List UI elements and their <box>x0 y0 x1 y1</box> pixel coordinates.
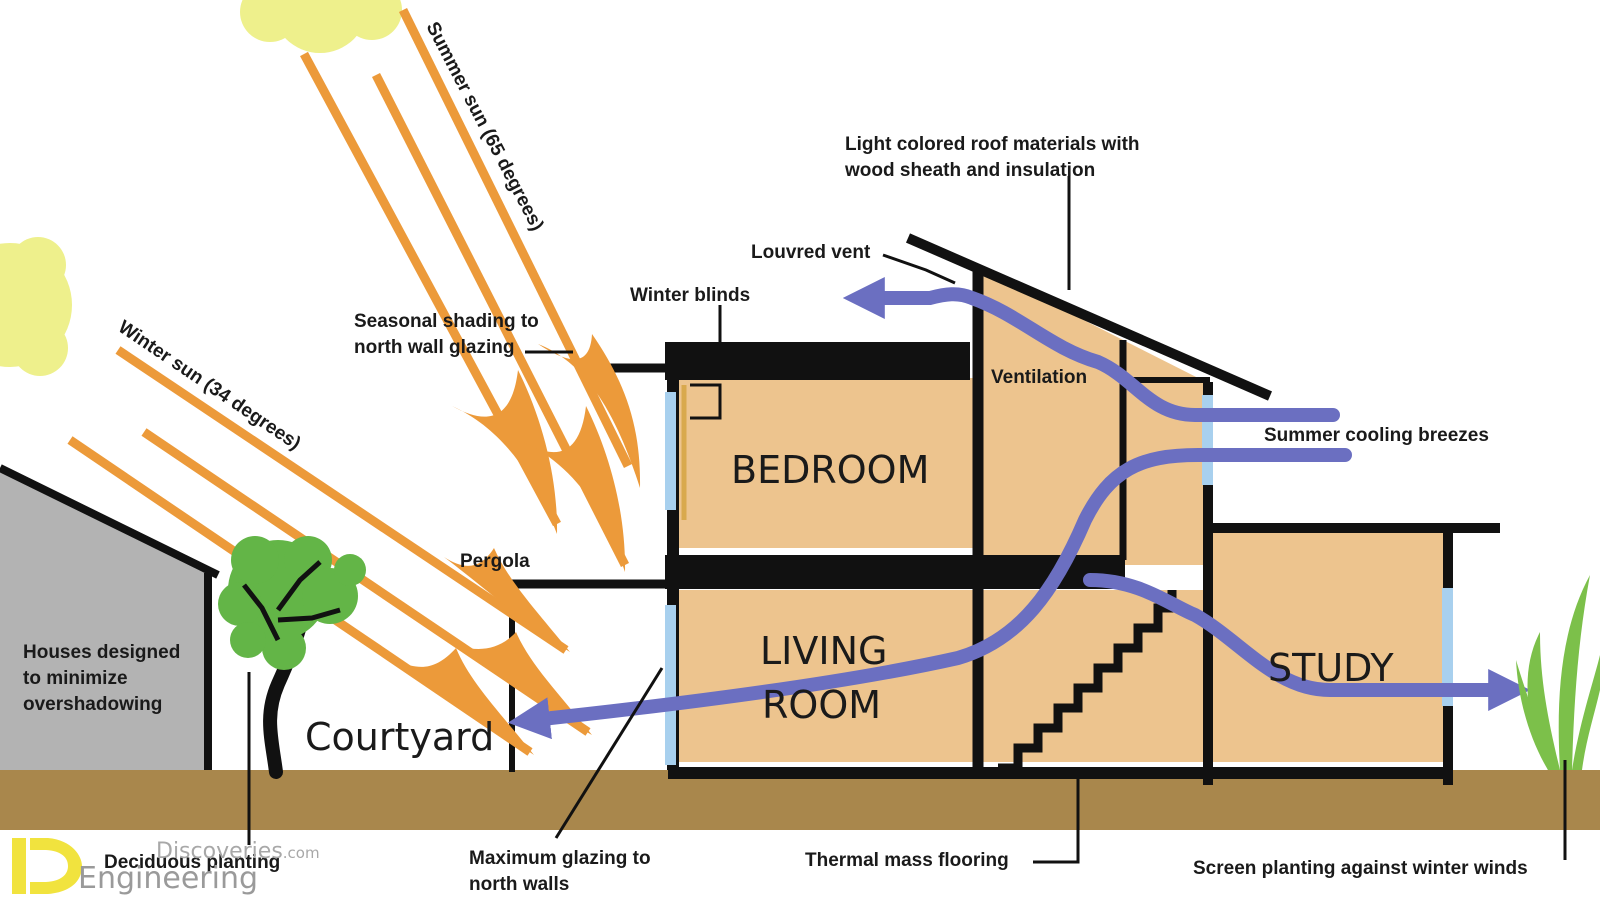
houses-label-1: Houses designed <box>23 642 180 663</box>
seasonal-shading-label-1: Seasonal shading to <box>354 311 539 332</box>
roof-label-1: Light colored roof materials with <box>845 134 1140 155</box>
houses-label-3: overshadowing <box>23 694 162 715</box>
max-glazing-label-2: north walls <box>469 874 569 895</box>
leader-lines <box>247 176 1567 864</box>
pergola-label: Pergola <box>460 551 530 572</box>
study-label: STUDY <box>1268 646 1394 690</box>
courtyard-label: Courtyard <box>305 715 494 759</box>
deciduous-label: Deciduous planting <box>104 852 280 873</box>
neighbour-house <box>0 464 220 770</box>
winter-blinds-box <box>690 383 722 420</box>
winter-blinds-label: Winter blinds <box>630 285 750 306</box>
screen-planting <box>1516 575 1600 770</box>
summer-sun-rays <box>300 8 641 572</box>
thermal-mass-label: Thermal mass flooring <box>805 850 1009 871</box>
sun-left <box>0 237 72 376</box>
louvred-vent-label: Louvred vent <box>751 242 871 263</box>
bedroom-label: BEDROOM <box>731 448 929 492</box>
houses-label-2: to minimize <box>23 668 128 689</box>
seasonal-shading-label-2: north wall glazing <box>354 337 514 358</box>
max-glazing-label-1: Maximum glazing to <box>469 848 651 869</box>
ventilation-label: Ventilation <box>991 367 1087 388</box>
watermark-line2: Engineering <box>78 861 258 896</box>
winter-sun-rays <box>67 346 592 756</box>
summer-breezes-label: Summer cooling breezes <box>1264 425 1489 446</box>
ground <box>0 770 1600 830</box>
watermark-line1: Discoveries.com <box>156 839 320 864</box>
living-label-1: LIVING <box>760 629 887 673</box>
sun-top <box>240 0 402 53</box>
roof-label-2: wood sheath and insulation <box>844 160 1095 181</box>
living-label-2: ROOM <box>762 683 881 727</box>
deciduous-tree <box>218 536 366 779</box>
north-glazing <box>665 392 1453 765</box>
screen-planting-label: Screen planting against winter winds <box>1193 858 1528 879</box>
winter-sun-label: Winter sun (34 degrees) <box>114 317 304 455</box>
house-rooms <box>673 264 1447 762</box>
airflow-arrows <box>507 277 1531 740</box>
watermark-logo <box>12 838 82 894</box>
